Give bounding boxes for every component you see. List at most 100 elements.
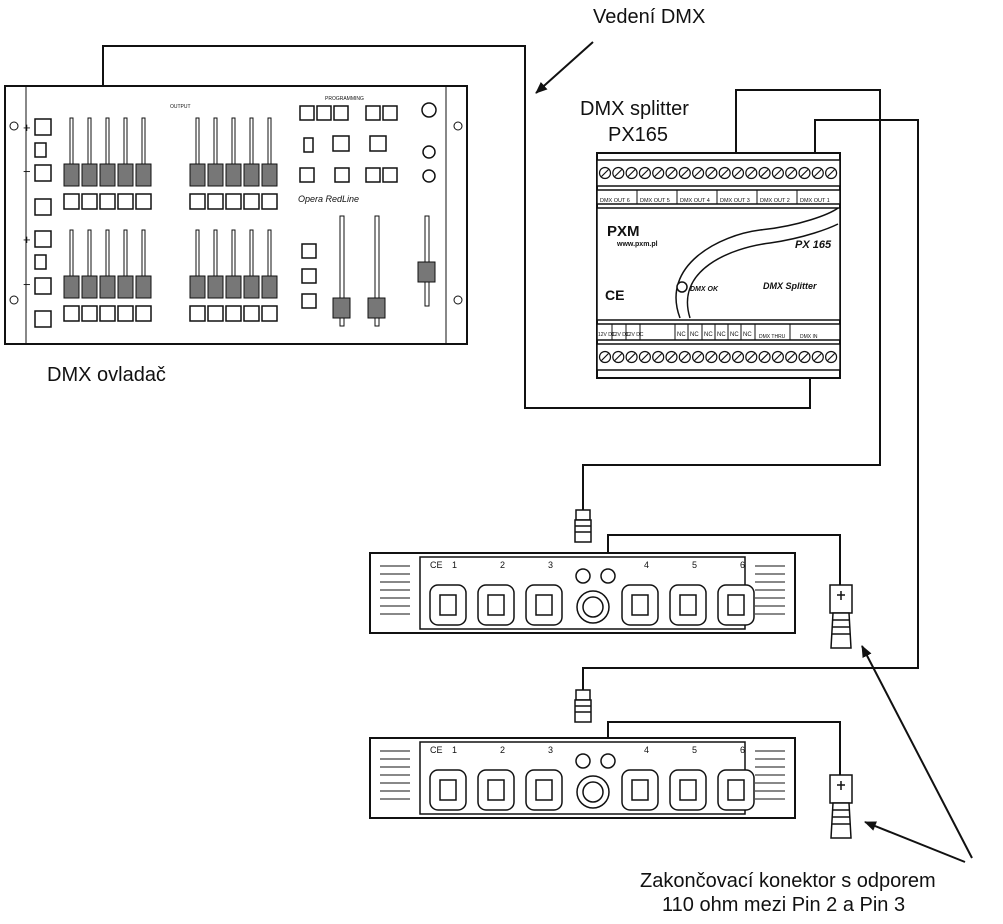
terminal-screw-slot [707, 169, 716, 177]
terminal-screw-slot [694, 353, 703, 361]
terminal-screw-slot [827, 169, 836, 177]
splitter-nc-4: NC [717, 332, 726, 338]
terminal-screw-slot [734, 169, 742, 177]
xlr-connectors [574, 509, 853, 839]
splitter-brand: PXM [607, 223, 640, 240]
splitter-dmx-thru: DMX THRU [759, 334, 786, 340]
flash-buttons-upper [63, 193, 278, 210]
splitter-output-6: DMX OUT 6 [600, 198, 630, 204]
terminal-screw-slot [800, 353, 809, 361]
controller-label: DMX ovladač [47, 364, 166, 386]
dimmer2-sockets [429, 753, 755, 811]
cable-dimmer2-thru-to-terminator2 [607, 721, 841, 775]
terminal-screw-slot [640, 353, 649, 361]
svg-text:−: − [23, 164, 31, 179]
terminal-screw-slot [680, 353, 689, 361]
terminal-screw-slot [667, 353, 676, 361]
terminal-screw-slot [654, 169, 663, 177]
terminal-screw-slot [827, 353, 836, 361]
terminal-screw-slot [614, 353, 623, 361]
terminal-screw-slot [787, 353, 796, 361]
splitter-power-2: 12V DC [612, 332, 630, 338]
terminal-screw-slot [654, 353, 663, 361]
cable-dimmer1-thru-to-terminator1 [607, 534, 841, 585]
svg-text:+: + [23, 232, 31, 247]
splitter-power-1: 12V DC [598, 332, 616, 338]
terminal-screw-slot [720, 353, 729, 361]
dimmer-pack-1: CE 1 2 3 4 5 6 [369, 552, 796, 634]
svg-text:6: 6 [740, 560, 745, 570]
splitter-terminals [598, 166, 838, 364]
svg-text:5: 5 [692, 745, 697, 755]
terminal-screw-slot [614, 169, 623, 177]
svg-text:3: 3 [548, 745, 553, 755]
cable-controller-to-splitter [102, 45, 811, 409]
splitter-nc-6: NC [743, 332, 752, 338]
splitter-output-3: DMX OUT 3 [720, 198, 750, 204]
dmx-controller: + − + − [4, 85, 468, 345]
dmx-ok-led [676, 281, 688, 293]
terminal-screw-slot [707, 353, 716, 361]
terminal-screw-slot [747, 169, 756, 177]
terminator2-arrow [864, 821, 966, 863]
splitter-power-3: 12V DC [626, 332, 644, 338]
svg-text:CE: CE [430, 560, 443, 570]
svg-text:−: − [23, 277, 31, 292]
cable-splitter-out1-to-dimmer2 [582, 119, 919, 690]
terminal-screw-slot [813, 169, 822, 177]
dimmer1-sockets [429, 568, 755, 626]
splitter-nc-5: NC [730, 332, 739, 338]
svg-text:5: 5 [692, 560, 697, 570]
fader-bank-lower [63, 229, 278, 299]
terminator-label-line2: 110 ohm mezi Pin 2 a Pin 3 [662, 894, 906, 916]
svg-text:6: 6 [740, 745, 745, 755]
terminal-screw-slot [627, 169, 636, 177]
dmx-splitter-px165 [596, 152, 841, 379]
cable-label: Vedení DMX [593, 6, 706, 28]
controller-panel [4, 85, 468, 345]
fader-bank-upper [63, 117, 278, 187]
cable-splitter-out3-to-dimmer1 [582, 89, 881, 510]
splitter-website: www.pxm.pl [616, 241, 658, 248]
terminal-screw-slot [601, 353, 609, 361]
terminator-connector-1 [829, 584, 853, 649]
svg-text:3: 3 [548, 560, 553, 570]
terminal-screw-slot [601, 169, 609, 177]
svg-text:PROGRAMMING: PROGRAMMING [325, 96, 364, 102]
splitter-dmx-in: DMX IN [800, 334, 818, 340]
splitter-name-badge: DMX Splitter [763, 281, 817, 291]
terminal-screw-slot [734, 353, 742, 361]
svg-text:4: 4 [644, 560, 649, 570]
flash-buttons-lower [63, 305, 278, 322]
terminator-label-line1: Zakončovací konektor s odporem [640, 870, 936, 892]
terminal-screw-slot [773, 353, 782, 361]
svg-text:OUTPUT: OUTPUT [170, 104, 191, 110]
terminal-screw-slot [720, 169, 729, 177]
terminal-screw-slot [680, 169, 689, 177]
terminal-screw-slot [640, 169, 649, 177]
svg-text:+: + [23, 120, 31, 135]
splitter-text: PXM www.pxm.pl PX 165 DMX Splitter CE DM… [598, 198, 832, 340]
annotation-arrows [535, 41, 973, 863]
splitter-nc-3: NC [704, 332, 713, 338]
svg-text:2: 2 [500, 745, 505, 755]
terminal-screw-slot [694, 169, 703, 177]
svg-text:1: 1 [452, 745, 457, 755]
terminal-screw-slot [747, 353, 756, 361]
terminal-screw-slot [773, 169, 782, 177]
splitter-title: DMX splitter [580, 98, 689, 120]
terminator-connector-2 [829, 774, 853, 839]
splitter-nc-2: NC [690, 332, 699, 338]
terminal-screw-slot [800, 169, 809, 177]
controller-brand: Opera RedLine [298, 194, 359, 204]
cable-label-arrow [535, 41, 594, 94]
master-faders [332, 215, 436, 327]
terminal-screw-slot [667, 169, 676, 177]
dmx-ok-label: DMX OK [690, 286, 719, 293]
splitter-output-5: DMX OUT 5 [640, 198, 670, 204]
splitter-output-2: DMX OUT 2 [760, 198, 790, 204]
svg-text:4: 4 [644, 745, 649, 755]
svg-text:1: 1 [452, 560, 457, 570]
